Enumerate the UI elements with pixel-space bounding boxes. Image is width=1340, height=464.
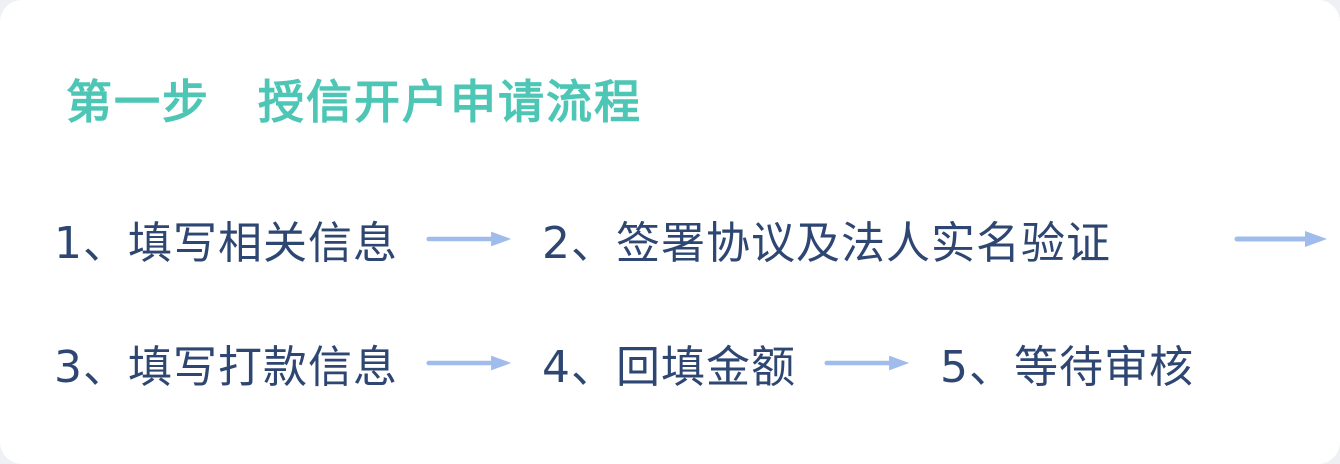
step-3-label: 3、填写打款信息 xyxy=(54,341,398,393)
arrow-right-icon xyxy=(824,353,912,373)
arrow-right-icon xyxy=(426,353,514,373)
arrow-right-icon xyxy=(426,229,514,249)
page-title: 第一步 授信开户申请流程 xyxy=(66,75,642,129)
step-1-label: 1、填写相关信息 xyxy=(54,217,398,269)
step-2-label: 2、签署协议及法人实名验证 xyxy=(542,217,1111,269)
flow-row-1: 1、填写相关信息 2、签署协议及法人实名验证 xyxy=(54,207,1327,271)
flow-row-2: 3、填写打款信息 4、回填金额 5、等待审核 xyxy=(54,331,1286,395)
step-5-label: 5、等待审核 xyxy=(940,341,1194,393)
step-4-label: 4、回填金额 xyxy=(542,341,796,393)
arrow-right-icon xyxy=(1232,229,1332,249)
